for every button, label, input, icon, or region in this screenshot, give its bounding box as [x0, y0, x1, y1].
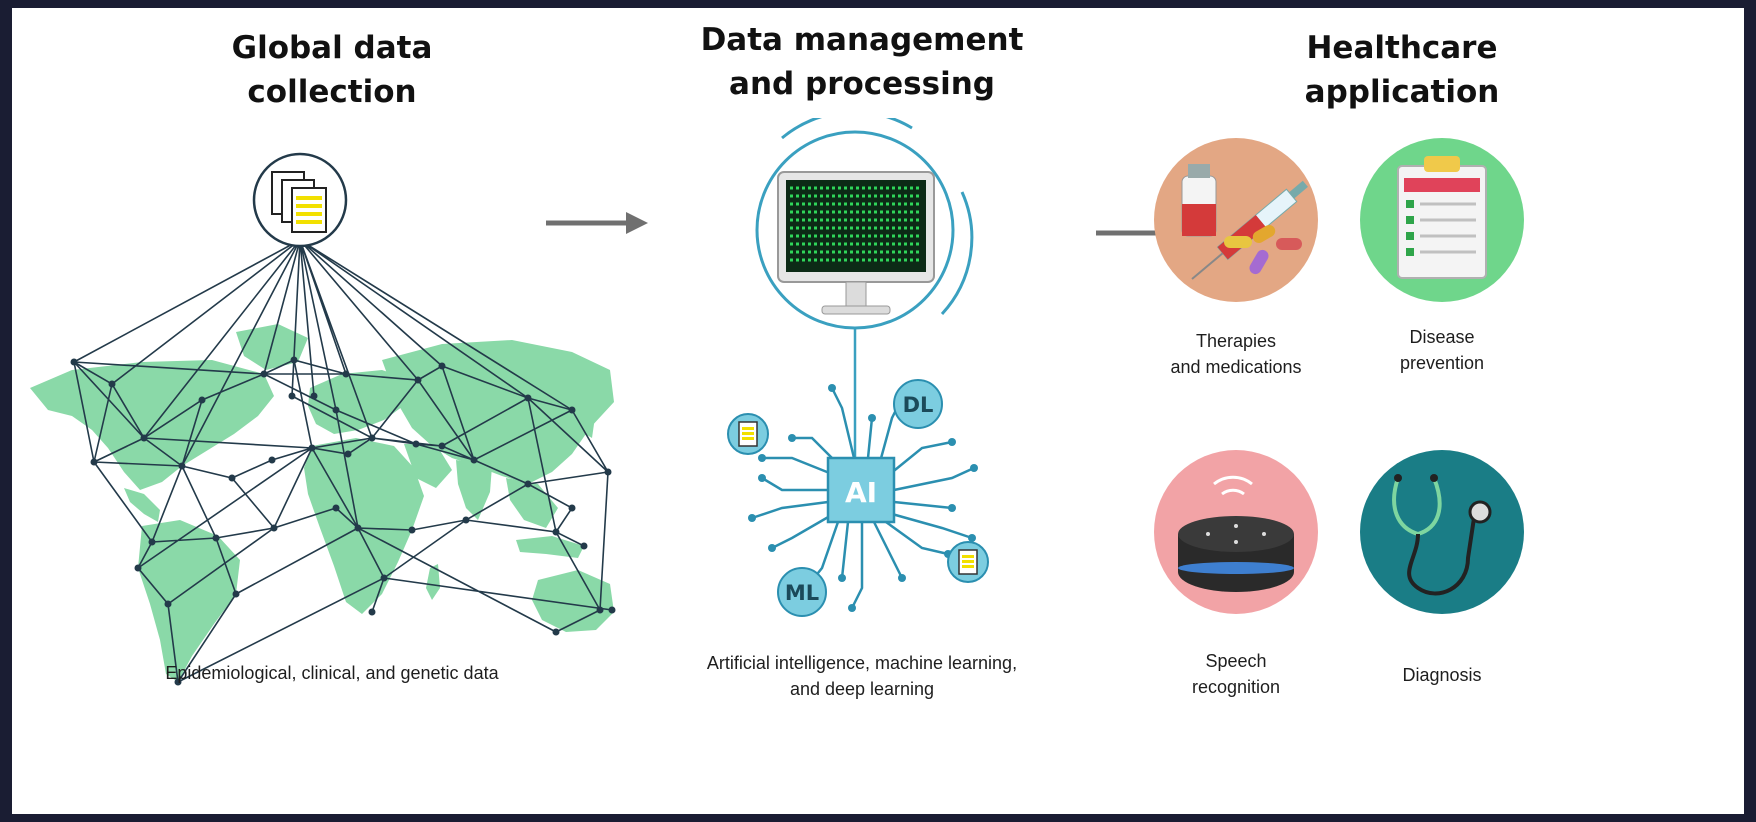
- world-data-network: [30, 152, 616, 686]
- diagram-panel: Global data collection Data management a…: [12, 8, 1744, 814]
- documents-hub-icon: [252, 152, 348, 248]
- dl-badge-icon: [893, 379, 943, 429]
- column-title-data-processing: Data management and processing: [700, 22, 1024, 102]
- world-map: [30, 324, 614, 682]
- speech-recognition-label: Speech recognition: [1191, 651, 1281, 697]
- ml-badge-icon: [777, 567, 827, 617]
- computer-monitor-icon: [777, 171, 935, 315]
- speech-recognition-icon: [1154, 450, 1318, 614]
- data-processing-caption: Artificial intelligence, machine learnin…: [706, 653, 1018, 699]
- ai-badge-label: AI: [845, 476, 877, 509]
- column-title-data-collection: Global data collection: [231, 30, 433, 110]
- document-icon: [727, 413, 769, 455]
- diagnosis-stethoscope-icon: [1360, 450, 1524, 614]
- therapies-medications-icon: [1154, 138, 1318, 302]
- circuit-traces: [751, 387, 975, 609]
- therapies-medications-label: Therapies and medications: [1170, 331, 1302, 377]
- column-title-healthcare-application: Healthcare application: [1304, 30, 1500, 110]
- document-icon: [947, 541, 989, 583]
- ai-processing-illustration: AI DL ML: [727, 118, 989, 617]
- disease-prevention-icon: [1360, 138, 1524, 302]
- data-collection-caption: Epidemiological, clinical, and genetic d…: [165, 663, 499, 683]
- network-nodes: [70, 356, 616, 686]
- diagnosis-label: Diagnosis: [1402, 665, 1482, 685]
- disease-prevention-label: Disease prevention: [1399, 327, 1485, 373]
- ml-badge-label: ML: [785, 581, 819, 605]
- arrow-right-icon: [546, 212, 648, 234]
- ai-chip-icon: [826, 456, 896, 524]
- dl-badge-label: DL: [903, 393, 934, 417]
